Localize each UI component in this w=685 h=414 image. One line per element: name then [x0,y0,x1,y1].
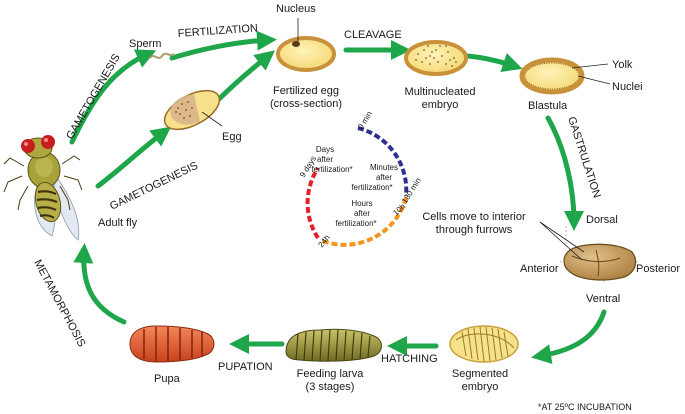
label-nuclei: Nuclei [612,81,643,93]
multinucleated-embryo-illustration [404,40,468,76]
timeline-hours-3: fertilization* [335,219,376,228]
timeline-hours-1: Hours [351,199,372,208]
arrow-to-segmented [531,309,607,365]
label-gametogenesis-top: GAMETOGENESIS [64,52,123,141]
timeline-days-1: Days [316,145,334,154]
arrow-egg-to-fertilized [211,50,276,107]
adult-fly-illustration [3,135,83,241]
arrow-gametogenesis-sperm [69,49,157,145]
label-blastula: Blastula [528,100,568,112]
label-hatching: HATCHING [381,353,438,365]
arrow-gametogenesis-egg [95,126,172,189]
label-multinucleated-1: Multinucleated [405,86,476,98]
label-cleavage: CLEAVAGE [344,29,402,41]
label-cells-move-2: through furrows [436,224,513,236]
egg-illustration [163,89,223,131]
days-arc [305,166,320,240]
label-multinucleated-2: embryo [422,99,459,111]
timeline-minutes-2: after [376,173,392,182]
timeline-ring [305,126,409,247]
label-feeding-larva-2: (3 stages) [306,381,355,393]
timeline-tick-180min: 180 min [400,176,423,205]
label-fertilized-egg-1: Fertilized egg [273,85,339,97]
label-posterior: Posterior [636,263,680,275]
arrow-metamorphosis [73,243,127,325]
label-dorsal: Dorsal [586,214,618,226]
label-pupation: PUPATION [218,361,273,373]
timeline-hours-2: after [354,209,370,218]
arrow-gastrulation [545,115,584,231]
sperm-illustration [149,52,175,59]
label-anterior: Anterior [520,263,559,275]
label-ventral: Ventral [586,293,620,305]
label-cells-move-1: Cells move to interior [422,211,526,223]
label-metamorphosis: METAMORPHOSIS [31,258,87,349]
label-nucleus: Nucleus [276,3,316,15]
minutes-arc [357,126,409,197]
label-yolk: Yolk [612,59,633,71]
label-sperm: Sperm [129,38,161,50]
gastrulating-embryo-illustration [539,221,640,282]
arrow-to-blastula [465,53,523,73]
blastula-illustration [519,57,611,95]
label-fertilized-egg-2: (cross-section) [270,98,342,110]
timeline-tick-0min: 0 min [356,110,374,131]
label-pupa: Pupa [154,373,181,385]
label-adult-fly: Adult fly [98,217,138,229]
arrow-fertilization [169,30,277,61]
timeline-days-2: after [317,155,333,164]
timeline-minutes-1: Minutes [370,163,398,172]
timeline-minutes-3: fertilization* [351,183,392,192]
label-egg: Egg [222,131,242,143]
label-segmented-2: embryo [462,381,499,393]
label-segmented-1: Segmented [452,368,508,380]
label-feeding-larva-1: Feeding larva [297,368,365,380]
feeding-larva-illustration [285,328,382,362]
label-footnote: *AT 25ºC INCUBATION [538,402,632,412]
hours-arc [319,197,408,247]
segmented-embryo-illustration [449,325,519,363]
pupa-illustration [129,325,215,363]
fertilized-egg-illustration [276,18,336,72]
timeline-days-3: fertilization* [311,165,352,174]
label-fertilization: FERTILIZATION [177,22,258,40]
